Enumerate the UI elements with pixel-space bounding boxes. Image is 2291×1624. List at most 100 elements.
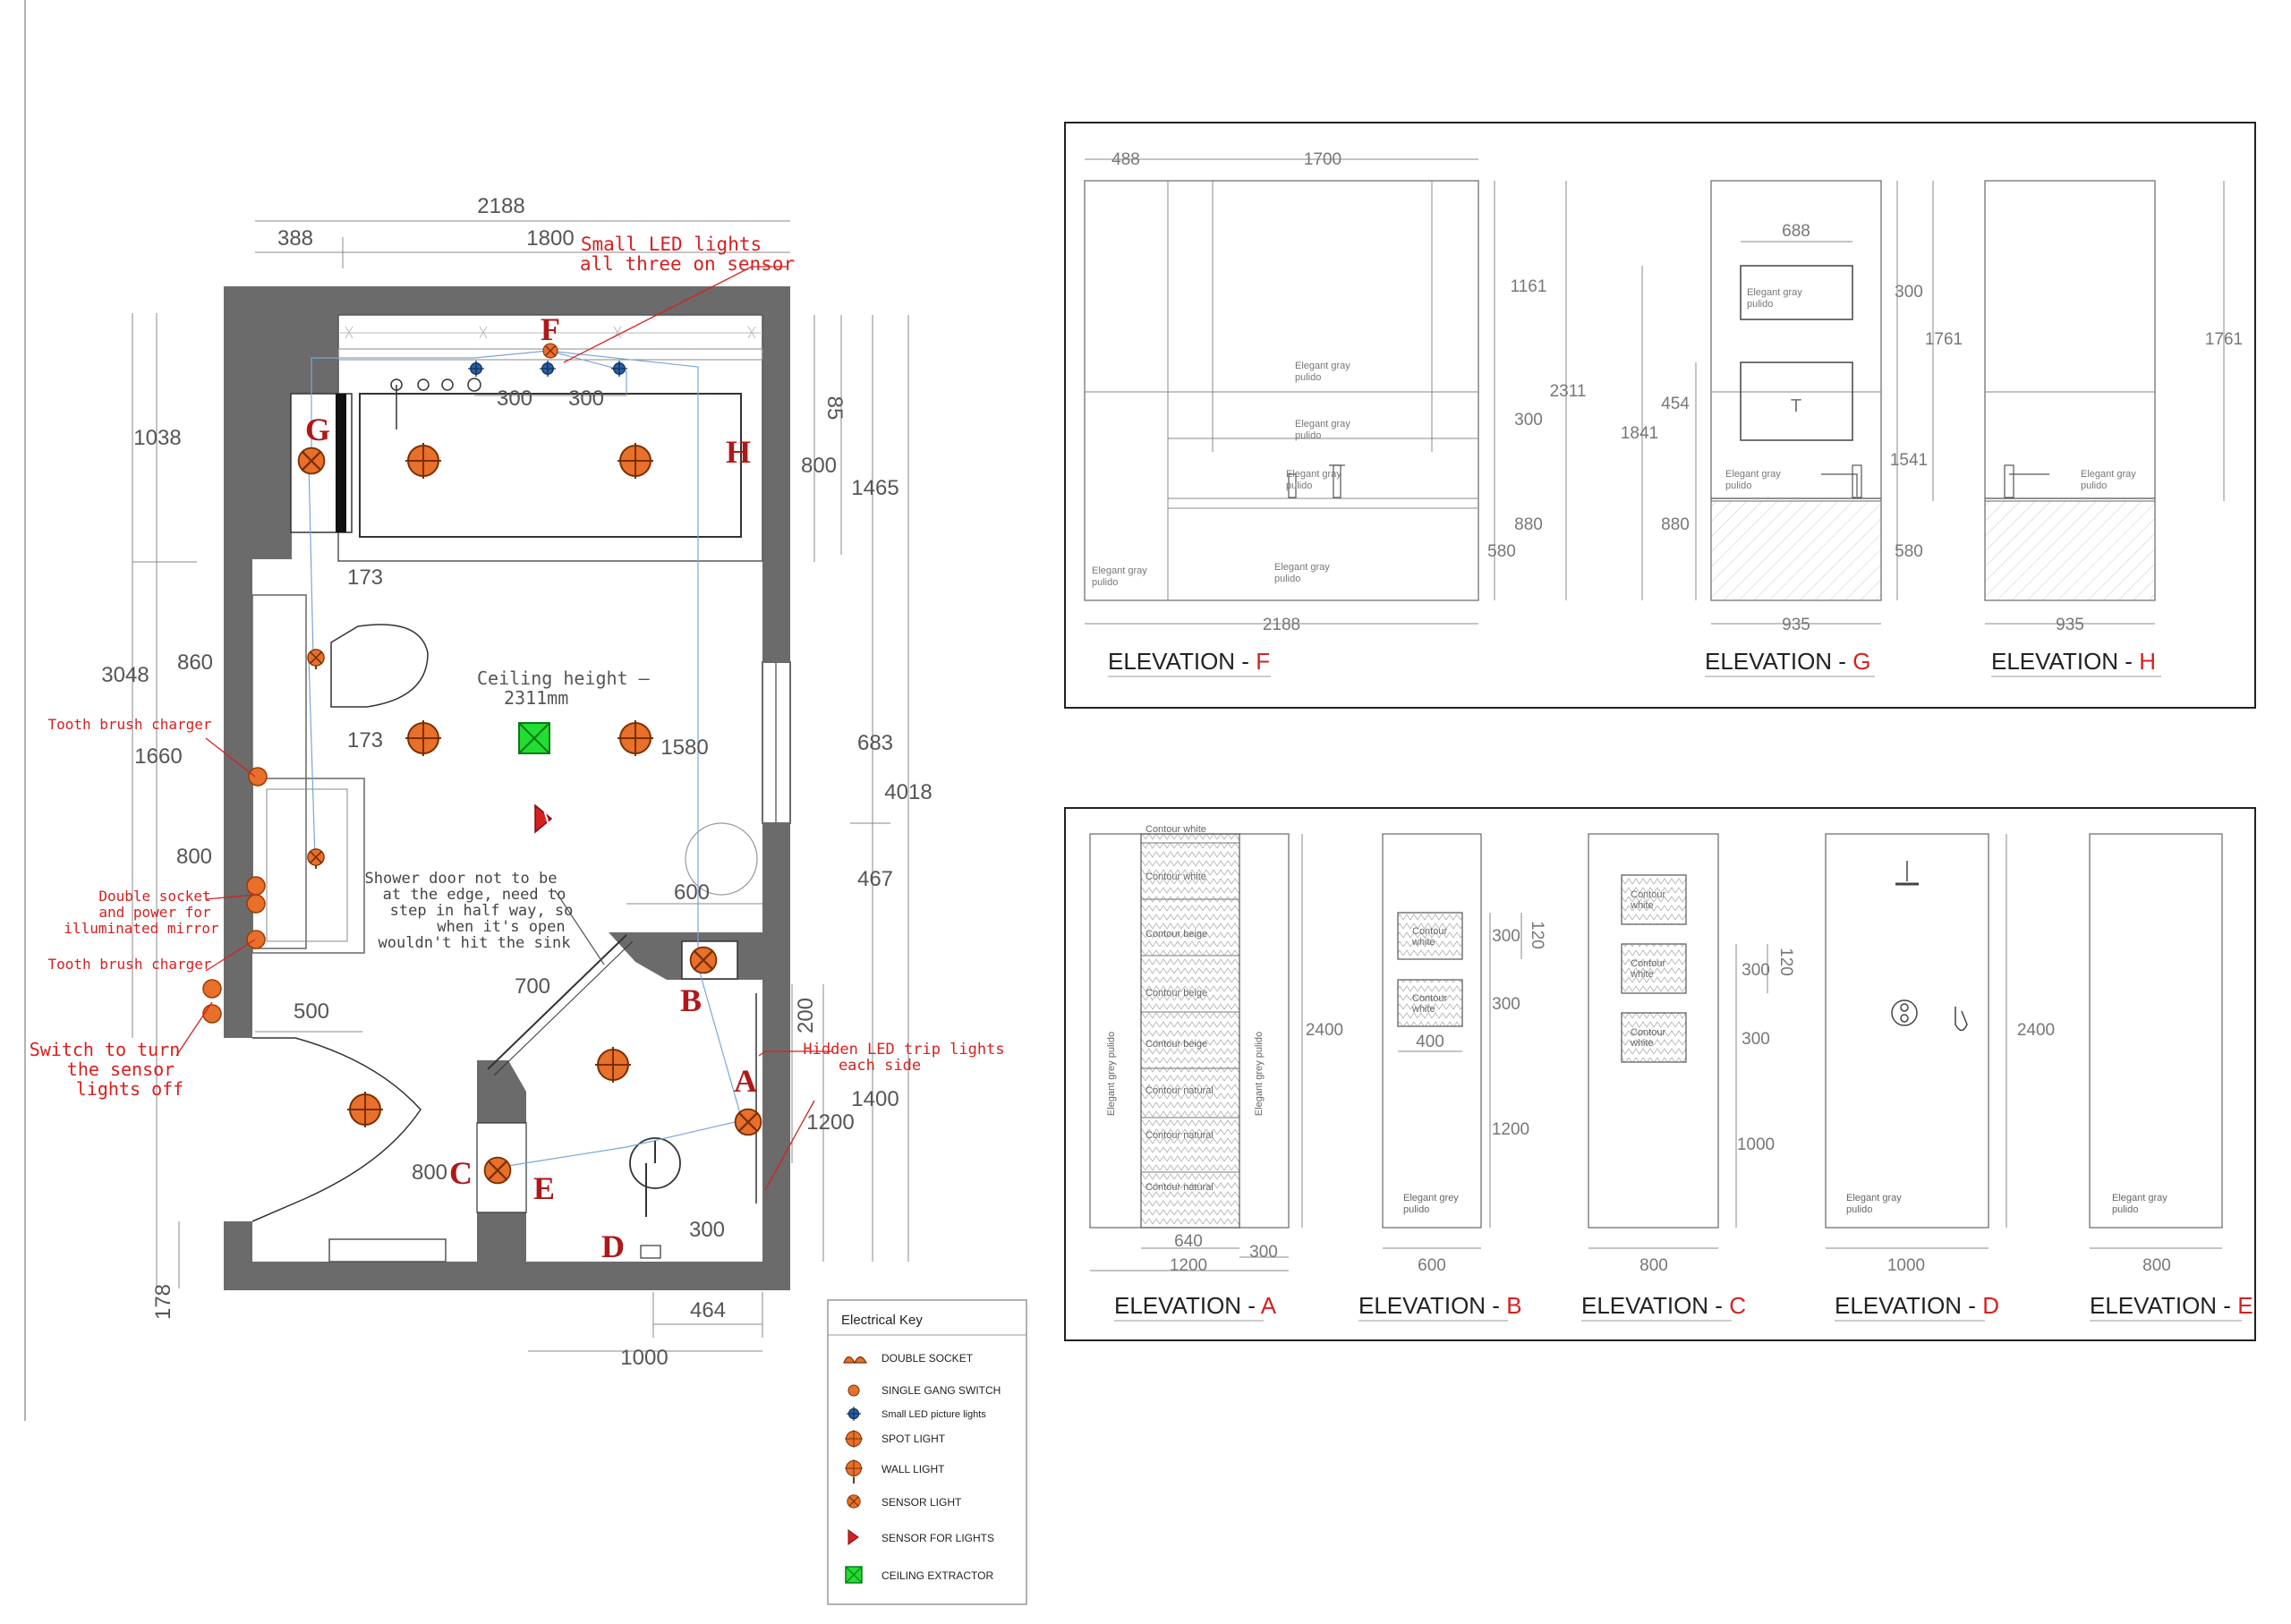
led-picture-light-icon	[540, 361, 556, 377]
c-tile2-b: white	[1630, 969, 1654, 980]
reference-letters: F G H A B C D E	[305, 311, 757, 1264]
switch-icon	[202, 979, 222, 999]
elevation-h: 1761 935 Elegant gray pulido ELEVATION -…	[1984, 180, 2243, 677]
note-tooth-2: Tooth brush charger	[47, 956, 211, 973]
f-material-5: Elegant gray	[1274, 562, 1330, 573]
a-dim-640: 640	[1174, 1232, 1203, 1251]
ceiling-line-1: Ceiling height –	[477, 667, 651, 689]
note-shower-2: at the edge, need to	[383, 886, 566, 904]
f-material-3b: pulido	[1286, 480, 1312, 491]
dim-1465: 1465	[851, 476, 899, 500]
ref-letter-c: C	[449, 1155, 473, 1191]
elevation-f: 488 1700 1161 300 880 2311 580 2188 Eleg…	[1084, 150, 1586, 677]
c-tile3-a: Contour	[1631, 1027, 1665, 1038]
note-shower-4: when it's open	[437, 918, 565, 936]
g-material-2: Elegant gray	[1725, 469, 1781, 480]
elevation-a-title: ELEVATION - A	[1114, 1292, 1277, 1319]
switch-icon	[847, 1384, 860, 1397]
f-material-5b: pulido	[1274, 574, 1300, 584]
dim-173b: 173	[347, 728, 383, 752]
h-dim-1761: 1761	[2205, 330, 2243, 349]
f-material-2: Elegant gray	[1295, 419, 1350, 429]
sensor-light-icon	[847, 1494, 861, 1509]
a-tile-label: Contour natural	[1146, 1182, 1214, 1193]
b-tile2-b: white	[1411, 1004, 1435, 1015]
f-material-1b: pulido	[1295, 372, 1321, 383]
f-material-4b: pulido	[1092, 577, 1118, 588]
note-switch-3: lights off	[76, 1078, 183, 1100]
wall-light-icon	[306, 847, 326, 869]
b-dim-120: 120	[1528, 921, 1546, 949]
a-tile-label: Contour white	[1146, 824, 1206, 835]
floor-plan	[132, 220, 909, 1352]
g-material-1: Elegant gray	[1747, 287, 1802, 298]
key-label: SENSOR LIGHT	[881, 1496, 962, 1509]
g-dim-1541: 1541	[1890, 451, 1928, 470]
elevation-g: T 688 300 1761 454 1841 1541	[1621, 180, 1963, 677]
f-dim-488: 488	[1111, 150, 1140, 169]
dim-1580: 1580	[660, 735, 708, 760]
a-tile-label: Contour beige	[1146, 988, 1207, 999]
extractor-icon	[518, 722, 550, 754]
c-tile2-a: Contour	[1631, 958, 1665, 969]
f-dim-1161: 1161	[1511, 277, 1547, 296]
c-dim-300b: 300	[1742, 1030, 1770, 1049]
g-mirror	[1740, 361, 1853, 441]
note-hidden-1: Hidden LED trip lights	[803, 1041, 1004, 1059]
dim-800c: 800	[412, 1161, 447, 1185]
elevation-c: Contour white Contour white Contour whit…	[1581, 833, 1795, 1322]
b-tile1-b: white	[1411, 937, 1435, 948]
elevation-e: Elegant gray pulido 800 ELEVATION - E	[2089, 833, 2253, 1322]
elevation-b-title: ELEVATION - B	[1358, 1292, 1522, 1319]
wall-light-icon	[306, 648, 326, 669]
b-dim-300b: 300	[1492, 995, 1520, 1014]
a-dim-2400: 2400	[1306, 1021, 1343, 1040]
electrical-key: Electrical Key DOUBLE SOCKET SINGLE GANG…	[827, 1299, 1027, 1605]
dim-200: 200	[794, 998, 818, 1033]
dim-173a: 173	[347, 565, 383, 590]
e-dim-800: 800	[2142, 1256, 2171, 1275]
sensor-icon	[847, 1529, 859, 1545]
f-material-2b: pulido	[1295, 430, 1321, 441]
key-label: SINGLE GANG SWITCH	[881, 1384, 1001, 1397]
elevation-f-title: ELEVATION - F	[1108, 648, 1270, 675]
dim-700: 700	[515, 974, 550, 999]
dim-464: 464	[690, 1298, 726, 1322]
led-picture-light-icon	[611, 361, 627, 377]
elevations-bottom-panel: Contour white Contour white Contour beig…	[1064, 807, 2256, 1341]
dim-1400: 1400	[851, 1087, 899, 1111]
dim-1038: 1038	[133, 426, 181, 450]
ceiling-label: Ceiling height – 2311mm	[477, 667, 651, 709]
spot-light-icon	[405, 720, 441, 756]
d-material-b: pulido	[1846, 1204, 1872, 1215]
b-material: Elegant grey	[1403, 1193, 1459, 1203]
dim-1800: 1800	[526, 226, 574, 251]
b-tile1-a: Contour	[1412, 926, 1447, 937]
sockets	[202, 767, 268, 1024]
key-label: SENSOR FOR LIGHTS	[881, 1532, 994, 1544]
dim-600: 600	[674, 880, 710, 905]
dim-1200: 1200	[806, 1110, 854, 1135]
plan-dimensions: 2188 388 1800 1038 3048 860 1660 800 178…	[101, 194, 932, 1370]
f-material-3: Elegant gray	[1286, 469, 1341, 480]
g-cabinet	[1740, 265, 1853, 320]
a-tile-label: Contour beige	[1146, 929, 1207, 940]
d-dim-2400: 2400	[2017, 1021, 2055, 1040]
ref-letter-a: A	[734, 1063, 757, 1099]
note-small-led-2: all three on sensor	[580, 253, 795, 275]
elevation-e-title: ELEVATION - E	[2090, 1292, 2253, 1319]
g-dim-688: 688	[1782, 222, 1810, 241]
spot-light-icon	[347, 1092, 383, 1127]
a-tile-label: Contour white	[1146, 872, 1206, 882]
dim-1000: 1000	[620, 1346, 668, 1370]
dim-860: 860	[177, 650, 213, 675]
elevations-top-panel: 488 1700 1161 300 880 2311 580 2188 Eleg…	[1064, 122, 2256, 709]
key-label: WALL LIGHT	[881, 1463, 945, 1475]
double-socket-icon	[843, 1356, 868, 1365]
d-outlet-icon	[640, 1245, 661, 1259]
shower-note: Shower door not to be at the edge, need …	[365, 870, 574, 952]
sensor-light-icon	[734, 1108, 762, 1136]
note-small-led-1: Small LED lights	[581, 234, 762, 255]
dim-683: 683	[857, 731, 893, 755]
g-dim-880: 880	[1661, 515, 1690, 534]
